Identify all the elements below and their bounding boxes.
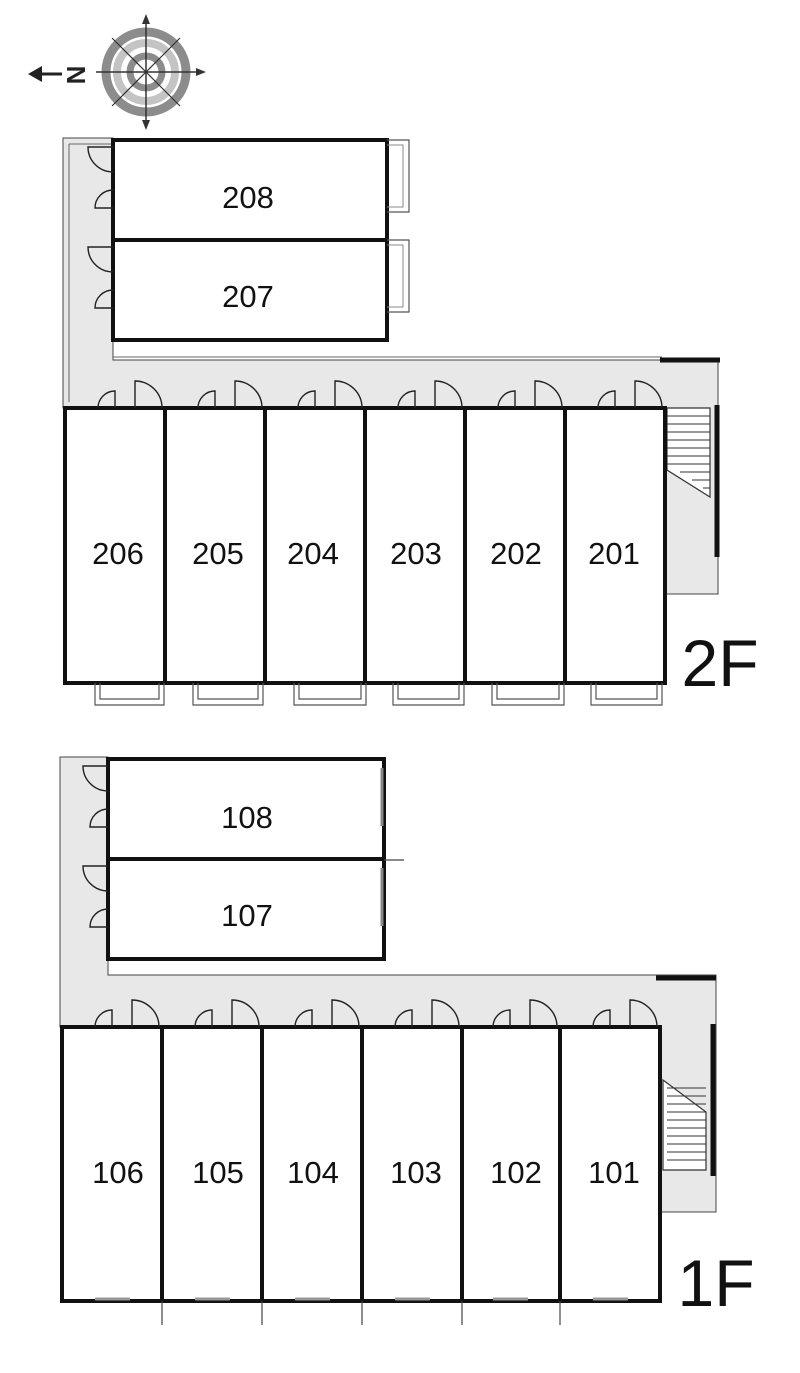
compass: N [28, 14, 206, 130]
unit-101 [558, 1025, 662, 1303]
balcony [387, 139, 410, 213]
unit-label-203: 203 [390, 536, 442, 571]
unit-label-103: 103 [390, 1155, 442, 1190]
unit-label-106: 106 [92, 1155, 144, 1190]
unit-label-101: 101 [588, 1155, 640, 1190]
floor-label-2f: 2F [681, 626, 758, 700]
floor-2f: 208 207 206 205 204 203 202 201 [62, 137, 759, 706]
unit-label-108: 108 [221, 800, 273, 835]
unit-label-204: 204 [287, 536, 339, 571]
partition-line [161, 1301, 561, 1325]
unit-102 [460, 1025, 562, 1303]
unit-label-201: 201 [588, 536, 640, 571]
unit-204 [263, 406, 367, 685]
north-arrow-icon [28, 66, 62, 82]
unit-208 [111, 138, 389, 242]
unit-label-104: 104 [287, 1155, 339, 1190]
unit-108 [106, 757, 386, 861]
staircase [662, 1078, 707, 1171]
balcony [387, 239, 410, 313]
unit-label-102: 102 [490, 1155, 542, 1190]
door-icon [87, 146, 114, 309]
unit-label-105: 105 [192, 1155, 244, 1190]
door-icon [97, 380, 663, 409]
unit-row-1f [60, 1025, 662, 1303]
unit-label-207: 207 [222, 279, 274, 314]
unit-207 [111, 238, 389, 342]
floor-1f: 108 107 106 105 104 103 102 101 [59, 756, 755, 1325]
compass-rose-icon [96, 14, 206, 130]
unit-label-206: 206 [92, 536, 144, 571]
north-label: N [61, 66, 91, 85]
unit-row-2f [63, 406, 667, 685]
unit-label-205: 205 [192, 536, 244, 571]
unit-label-202: 202 [490, 536, 542, 571]
unit-105 [160, 1025, 264, 1303]
unit-label-107: 107 [221, 898, 273, 933]
unit-107 [106, 857, 386, 961]
staircase [666, 407, 711, 499]
unit-202 [463, 406, 567, 685]
balcony [94, 683, 663, 706]
door-icon [94, 999, 658, 1028]
door-icon [82, 765, 109, 928]
unit-201 [563, 406, 667, 685]
unit-label-208: 208 [222, 180, 274, 215]
unit-205 [163, 406, 267, 685]
floor-label-1f: 1F [677, 1246, 754, 1320]
